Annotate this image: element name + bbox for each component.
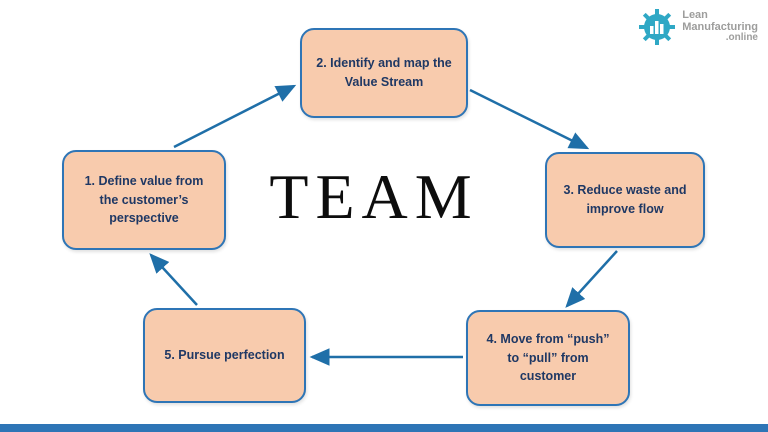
logo: Lean Manufacturing .online <box>636 6 758 48</box>
step-label: 4. Move from “push” to “pull” from custo… <box>486 331 610 384</box>
step-box-push-to-pull: 4. Move from “push” to “pull” from custo… <box>466 310 630 406</box>
step-box-define-value: 1. Define value from the customer’s pers… <box>62 150 226 250</box>
step-box-pursue-perfection: 5. Pursue perfection <box>143 308 306 403</box>
step-box-map-value-stream: 2. Identify and map the Value Stream <box>300 28 468 118</box>
step-label: 3. Reduce waste and improve flow <box>563 183 687 216</box>
step-label: 2. Identify and map the Value Stream <box>316 56 452 89</box>
footer-accent-bar <box>0 424 768 432</box>
step-box-reduce-waste: 3. Reduce waste and improve flow <box>545 152 705 248</box>
arrow-5-to-1 <box>149 253 198 306</box>
gear-chart-icon <box>639 9 676 45</box>
logo-text: Lean Manufacturing .online <box>682 10 758 44</box>
logo-line-lean: Lean <box>682 9 708 22</box>
arrow-3-to-4 <box>565 250 618 308</box>
center-title: TEAM <box>269 161 479 232</box>
logo-line-online: .online <box>725 32 758 44</box>
arrow-2-to-3 <box>469 88 590 150</box>
step-label: 1. Define value from the customer’s pers… <box>84 173 204 226</box>
logo-line-manufacturing: Manufacturing <box>682 20 758 33</box>
step-label: 5. Pursue perfection <box>164 348 285 363</box>
arrow-1-to-2 <box>173 84 297 149</box>
